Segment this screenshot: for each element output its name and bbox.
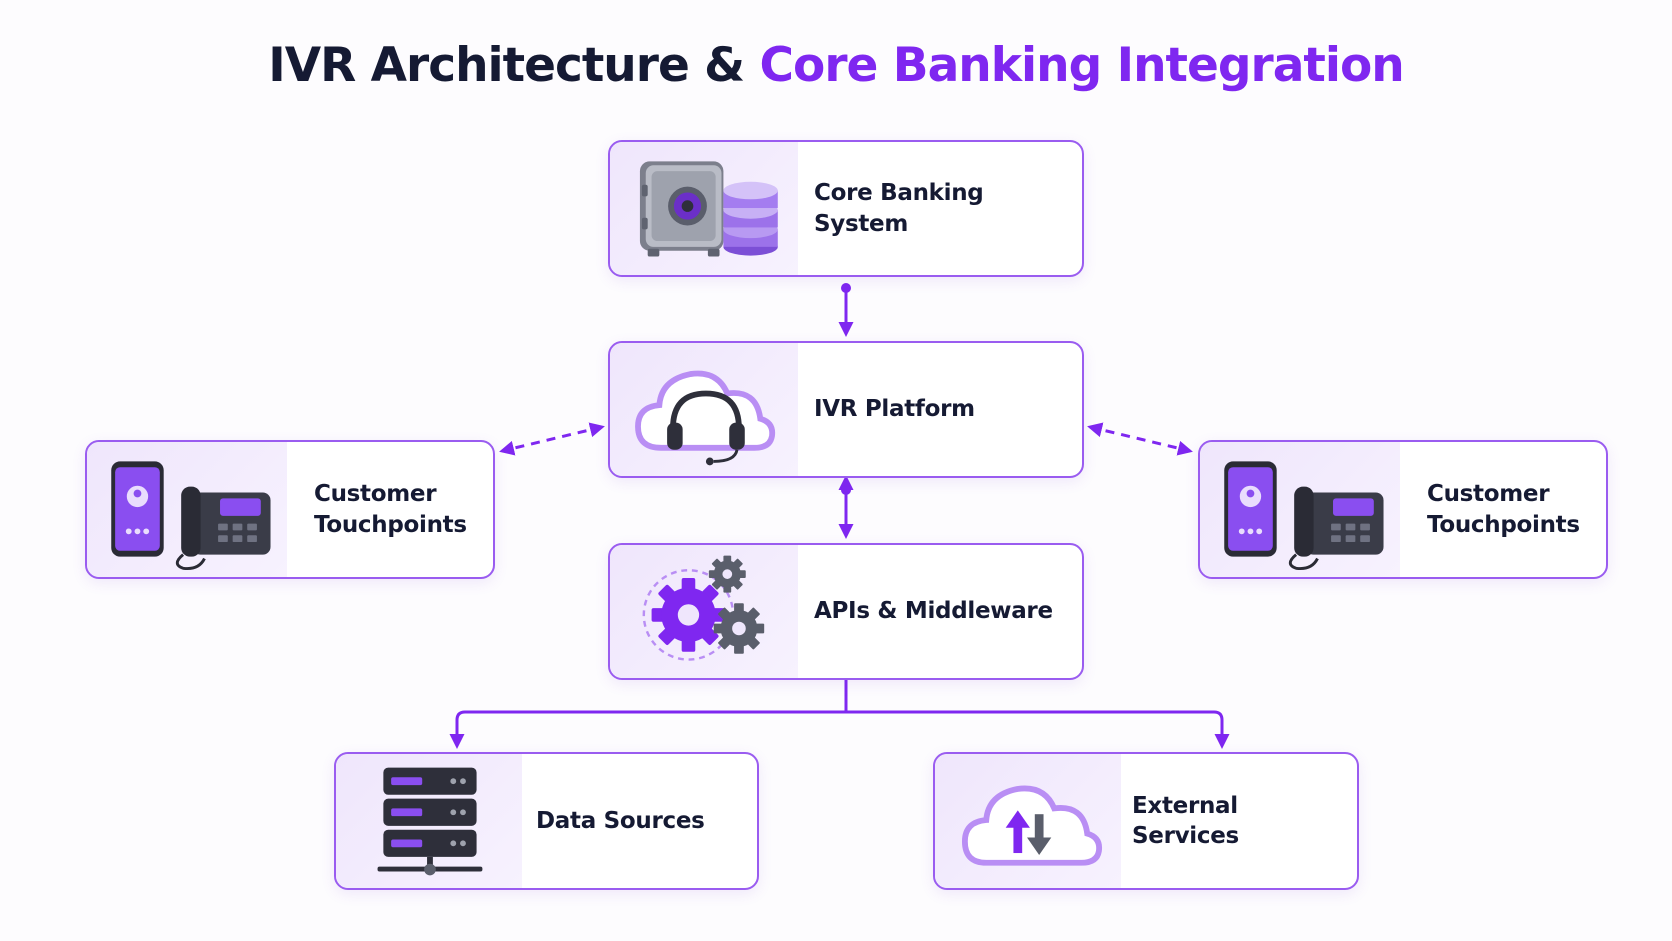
- title-part-accent: Core Banking Integration: [759, 38, 1405, 93]
- node-core-banking-label: Core Banking System: [814, 180, 984, 237]
- cloud-headset-icon: [610, 343, 798, 476]
- touchpoints-right-line2: Touchpoints: [1427, 511, 1580, 538]
- node-data-sources: Data Sources: [334, 752, 759, 890]
- touchpoints-left-line2: Touchpoints: [314, 511, 467, 538]
- node-ivr-platform: IVR Platform: [608, 341, 1084, 478]
- vault-database-icon: [610, 142, 798, 275]
- phone-telephone-icon: [87, 442, 287, 577]
- connector-apis-branch: [449, 680, 1230, 749]
- node-external-services-label: External Services: [1132, 792, 1239, 849]
- node-external-services: External Services: [933, 752, 1359, 890]
- connector-core-ivr: [838, 283, 854, 337]
- gears-icon: [610, 545, 798, 678]
- page-title: IVR Architecture & Core Banking Integrat…: [0, 38, 1672, 93]
- node-ivr-platform-label: IVR Platform: [814, 396, 975, 423]
- touchpoints-left-line1: Customer: [314, 481, 437, 508]
- download-arrow-icon: [1027, 814, 1052, 855]
- node-core-banking: Core Banking System: [608, 140, 1084, 277]
- phone-telephone-icon: [1200, 442, 1400, 577]
- connector-ivr-touchpoints-left: [499, 422, 605, 456]
- upload-arrow-icon: [1005, 810, 1030, 854]
- connector-ivr-touchpoints-right: [1087, 422, 1193, 456]
- cloud-sync-icon: [935, 754, 1121, 888]
- node-apis-middleware: APIs & Middleware: [608, 543, 1084, 680]
- touchpoints-right-line1: Customer: [1427, 481, 1550, 508]
- title-part-main: IVR Architecture &: [268, 38, 760, 93]
- node-apis-middleware-label: APIs & Middleware: [814, 598, 1053, 625]
- node-data-sources-label: Data Sources: [536, 807, 705, 834]
- server-rack-icon: [336, 754, 522, 888]
- connector-ivr-apis: [838, 475, 854, 539]
